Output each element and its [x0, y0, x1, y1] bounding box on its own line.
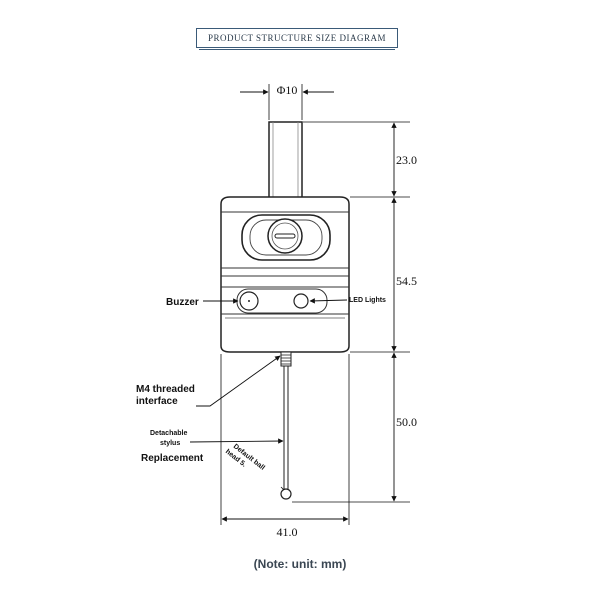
replacement-label: Replacement [141, 453, 204, 464]
stylus-label-line2: stylus [160, 440, 180, 447]
stylus-length-label: 50.0 [396, 415, 417, 429]
diagram-title: PRODUCT STRUCTURE SIZE DIAGRAM [196, 28, 398, 50]
stylus-label-line1: Detachable [150, 430, 187, 437]
stem-height-label: 23.0 [396, 153, 417, 167]
led-label: LED Lights [349, 297, 386, 304]
body-width-label: 41.0 [277, 525, 298, 539]
diameter-dimension: Φ10 [240, 83, 334, 120]
switch-window [241, 214, 331, 261]
m4-label-line2: interface [136, 396, 178, 407]
buzzer-label: Buzzer [166, 297, 199, 308]
ball-head [280, 488, 292, 500]
callouts: Buzzer LED Lights M4 threaded interface … [136, 297, 386, 491]
body-height-label: 54.5 [396, 274, 417, 288]
m4-label-line1: M4 threaded [136, 384, 195, 395]
led-light [293, 293, 309, 309]
stem [268, 121, 303, 199]
height-dimensions: 23.0 54.5 50.0 [292, 121, 417, 503]
width-dimension: 41.0 [220, 354, 350, 539]
unit-note: (Note: unit: mm) [253, 557, 347, 571]
stylus [280, 351, 292, 500]
diameter-label: Φ10 [277, 83, 298, 97]
